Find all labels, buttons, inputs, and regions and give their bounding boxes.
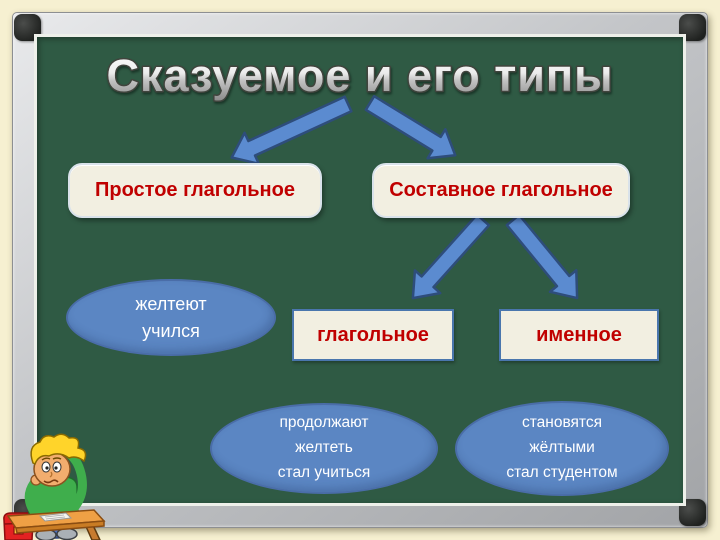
student-head [30, 433, 87, 487]
example-line: жёлтыми [529, 439, 595, 457]
node-label: именное [536, 323, 622, 346]
page-title: Сказуемое и его типы [106, 50, 613, 101]
node-label: глагольное [317, 323, 429, 346]
example-line: становятся [522, 414, 602, 432]
school-desk [6, 509, 106, 534]
student-hair [30, 433, 87, 466]
example-line: продолжают [279, 414, 369, 432]
example-line: учился [142, 320, 200, 341]
example-line: стал учиться [277, 463, 371, 481]
slide-title-wordart: Сказуемое и его типы [105, 49, 614, 103]
node-label: Простое глагольное [95, 179, 295, 201]
example-line: желтеть [295, 439, 353, 457]
node-compound-verbal: глагольное [292, 309, 454, 361]
student-at-desk-illustration [3, 433, 106, 540]
examples-bubble-simple: желтеют учился [66, 279, 276, 356]
example-line: желтеют [135, 293, 207, 314]
example-line: стал студентом [506, 463, 618, 481]
node-compound-predicate: Составное глагольное [372, 163, 630, 218]
node-compound-nominal: именное [499, 309, 659, 361]
examples-bubble-nominal: становятся жёлтыми стал студентом [455, 401, 669, 496]
examples-bubble-verbal: продолжают желтеть стал учиться [210, 403, 438, 494]
node-simple-verbal-predicate: Простое глагольное [68, 163, 322, 218]
node-label: Составное глагольное [389, 179, 613, 201]
